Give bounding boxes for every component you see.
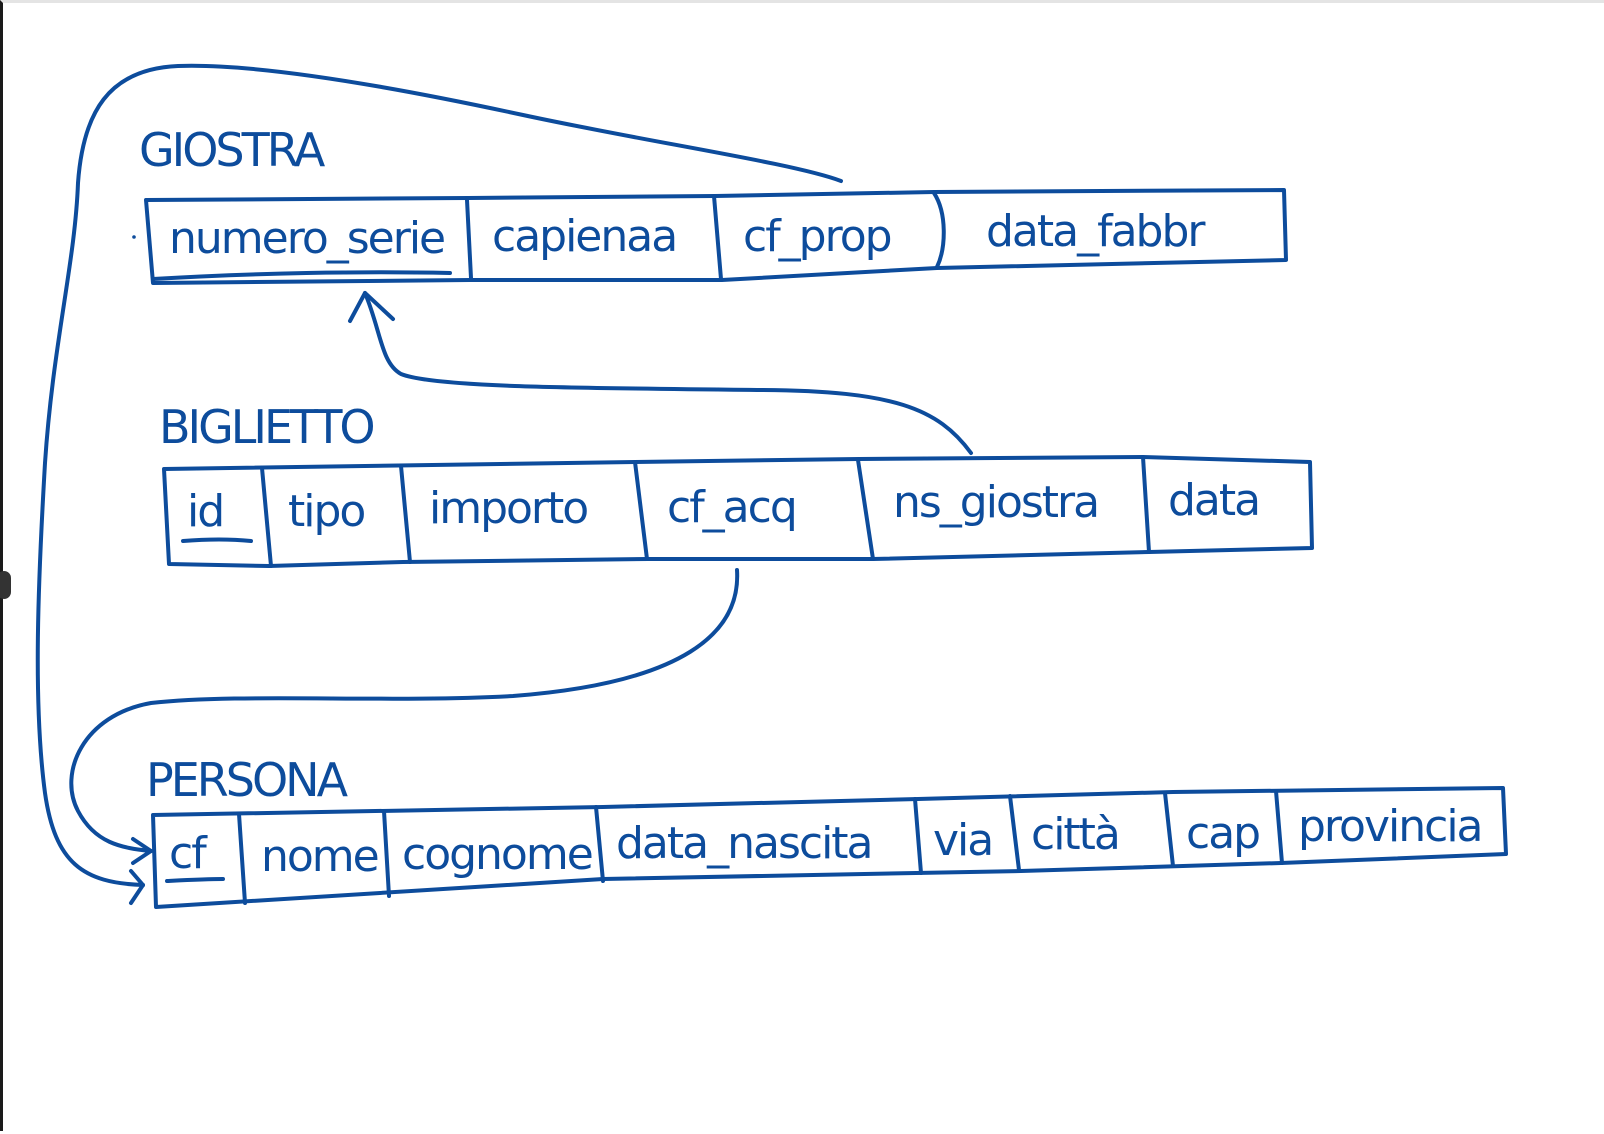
primary-key-underline [151,270,452,281]
field-ns-giostra: ns_giostra [893,477,1098,528]
field-data: data [1168,475,1259,526]
table-divider [633,460,649,561]
table-box-giostra [144,188,1288,285]
field-cf-prop: cf_prop [743,211,891,262]
field-cognome: cognome [402,829,592,880]
field-cf: cf [169,828,208,879]
field-capienaa: capienaa [492,211,676,262]
field-nome: nome [261,831,378,882]
arrowhead-icon [129,869,145,905]
scrollbar-handle[interactable] [0,571,11,599]
field-numero-serie: numero_serie [169,213,444,264]
ink-dot [132,235,136,239]
table-divider [399,464,412,564]
table-divider [260,466,273,568]
reference-arrow-ns-giostra [363,291,973,455]
field-importo: importo [429,483,587,534]
table-divider [465,198,473,280]
table-divider [932,191,946,269]
table-divider [1163,791,1175,868]
relational-schema-diagram: GIOSTRA numero_serie capienaa cf_prop da… [35,63,1508,909]
table-divider [856,458,875,561]
reference-arrow-cf-prop [35,63,843,887]
table-divider [1008,794,1021,872]
field-cf-acq: cf_acq [667,482,796,533]
field-cap: cap [1186,808,1259,859]
table-divider [913,797,923,875]
table-title-biglietto: BIGLIETTO [159,400,373,454]
field-data-nascita: data_nascita [616,818,872,869]
field-data-fabbr: data_fabbr [986,206,1206,257]
arrowhead-icon [131,837,153,865]
primary-key-underline [165,877,225,883]
field-citta: città [1031,809,1119,860]
field-via: via [933,815,992,866]
arrowhead-icon [348,291,395,323]
field-provincia: provincia [1298,801,1482,852]
table-divider [712,194,723,281]
table-divider [237,812,247,905]
primary-key-underline [181,537,253,543]
table-divider [594,805,605,883]
table-divider [382,809,391,898]
reference-arrow-cf-acq [69,568,740,853]
field-tipo: tipo [288,486,364,537]
table-divider [1274,789,1284,865]
table-title-persona: PERSONA [146,753,349,807]
field-id: id [187,486,223,537]
table-divider [1141,455,1151,554]
table-box-persona [151,786,1508,909]
table-title-giostra: GIOSTRA [139,123,326,177]
